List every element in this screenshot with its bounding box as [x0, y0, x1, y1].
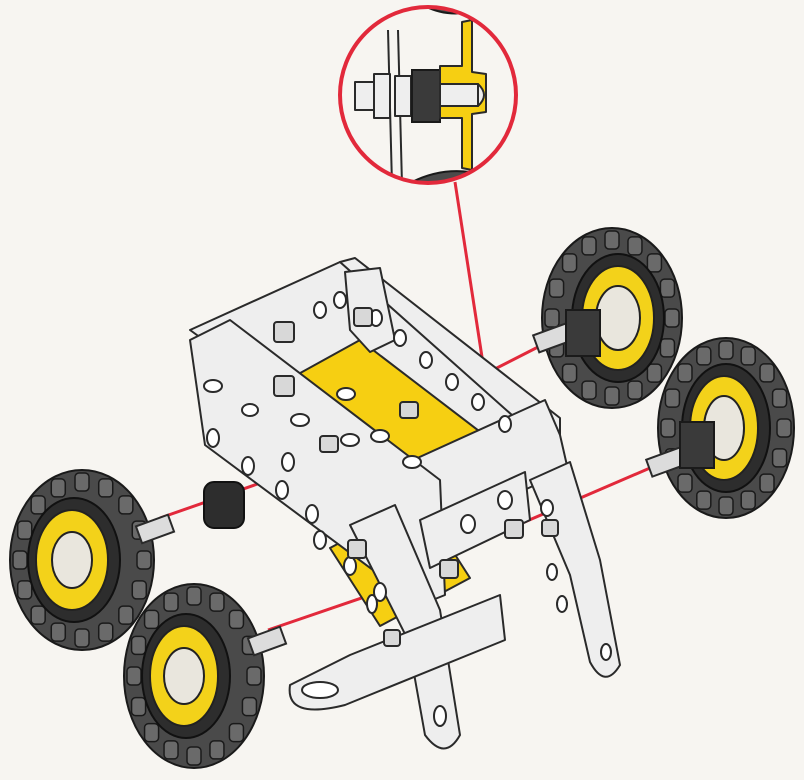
callout-leader-line: [453, 181, 486, 371]
tire-tread-block: [241, 696, 258, 717]
wheel-front-left-upper: [9, 469, 155, 651]
tire-tread-block: [548, 278, 565, 298]
tire-tread-block: [627, 380, 643, 400]
tire-tread-block: [126, 666, 142, 686]
tire-tread-block: [74, 628, 90, 648]
tire-tread-block: [677, 473, 693, 493]
tire-tread-block: [209, 740, 225, 760]
tire-tread-block: [718, 496, 734, 516]
tire-tread-block: [50, 478, 67, 498]
tire-tread-block: [228, 609, 245, 630]
axle-front-left-lower: [246, 625, 288, 657]
tire-tread-block: [209, 592, 225, 612]
tire-tread-block: [696, 346, 712, 366]
wheel-rear-right-upper: [541, 227, 683, 409]
axle-front-left-upper: [134, 513, 176, 545]
tire-tread-block: [759, 473, 775, 493]
tire-tread-block: [30, 605, 46, 625]
tire-tread-block: [130, 696, 147, 717]
axle-rear-right-lower: [644, 421, 715, 478]
tire-tread-block: [740, 346, 756, 366]
tire-tread-block: [660, 418, 676, 438]
tire-tread-block: [136, 550, 152, 570]
tire-tread-block: [186, 746, 202, 766]
axle-rear-right-upper: [531, 309, 601, 357]
chassis: [189, 257, 621, 750]
tire-tread-block: [118, 605, 134, 625]
tire-tread-block: [16, 520, 33, 540]
tire-tread-block: [776, 418, 792, 438]
tire-tread-block: [771, 388, 788, 408]
tire-tread-block: [50, 622, 67, 642]
tire-tread-block: [561, 363, 578, 383]
tire-tread-block: [604, 386, 620, 406]
tire-tread-block: [97, 622, 114, 642]
tire-tread-block: [646, 253, 663, 273]
tire-tread-block: [12, 550, 28, 570]
tire-tread-block: [659, 338, 676, 358]
tire-tread-block: [740, 490, 756, 510]
tire-tread-block: [659, 278, 676, 298]
tire-tread-block: [131, 580, 148, 600]
tire-tread-block: [163, 592, 179, 612]
tire-tread-block: [118, 495, 134, 515]
tire-tread-block: [246, 666, 262, 686]
tire-tread-block: [677, 363, 693, 383]
tire-tread-block: [581, 236, 597, 256]
tire-tread-block: [130, 635, 147, 656]
tire-tread-block: [30, 495, 46, 515]
tire-tread-block: [16, 580, 33, 600]
tire-tread-block: [74, 472, 90, 492]
tire-tread-block: [544, 308, 560, 328]
tire-tread-block: [561, 253, 578, 273]
tire-tread-block: [646, 363, 663, 383]
tire-tread-block: [696, 490, 712, 510]
wheel-front-left-lower: [123, 583, 265, 769]
tire-tread-block: [664, 388, 681, 408]
tire-tread-block: [627, 236, 643, 256]
tire-tread-block: [664, 308, 680, 328]
tire-tread-block: [143, 609, 160, 630]
tire-tread-block: [718, 340, 734, 360]
tire-tread-block: [97, 478, 114, 498]
tire-tread-block: [163, 740, 179, 760]
tire-tread-block: [143, 722, 160, 743]
tire-tread-block: [604, 230, 620, 250]
tire-tread-block: [228, 722, 245, 743]
tire-tread-block: [186, 586, 202, 606]
tire-tread-block: [771, 448, 788, 468]
wheel-rear-right-lower: [657, 337, 795, 519]
tire-tread-block: [759, 363, 775, 383]
tire-tread-block: [581, 380, 597, 400]
callout-detail: [338, 5, 518, 185]
